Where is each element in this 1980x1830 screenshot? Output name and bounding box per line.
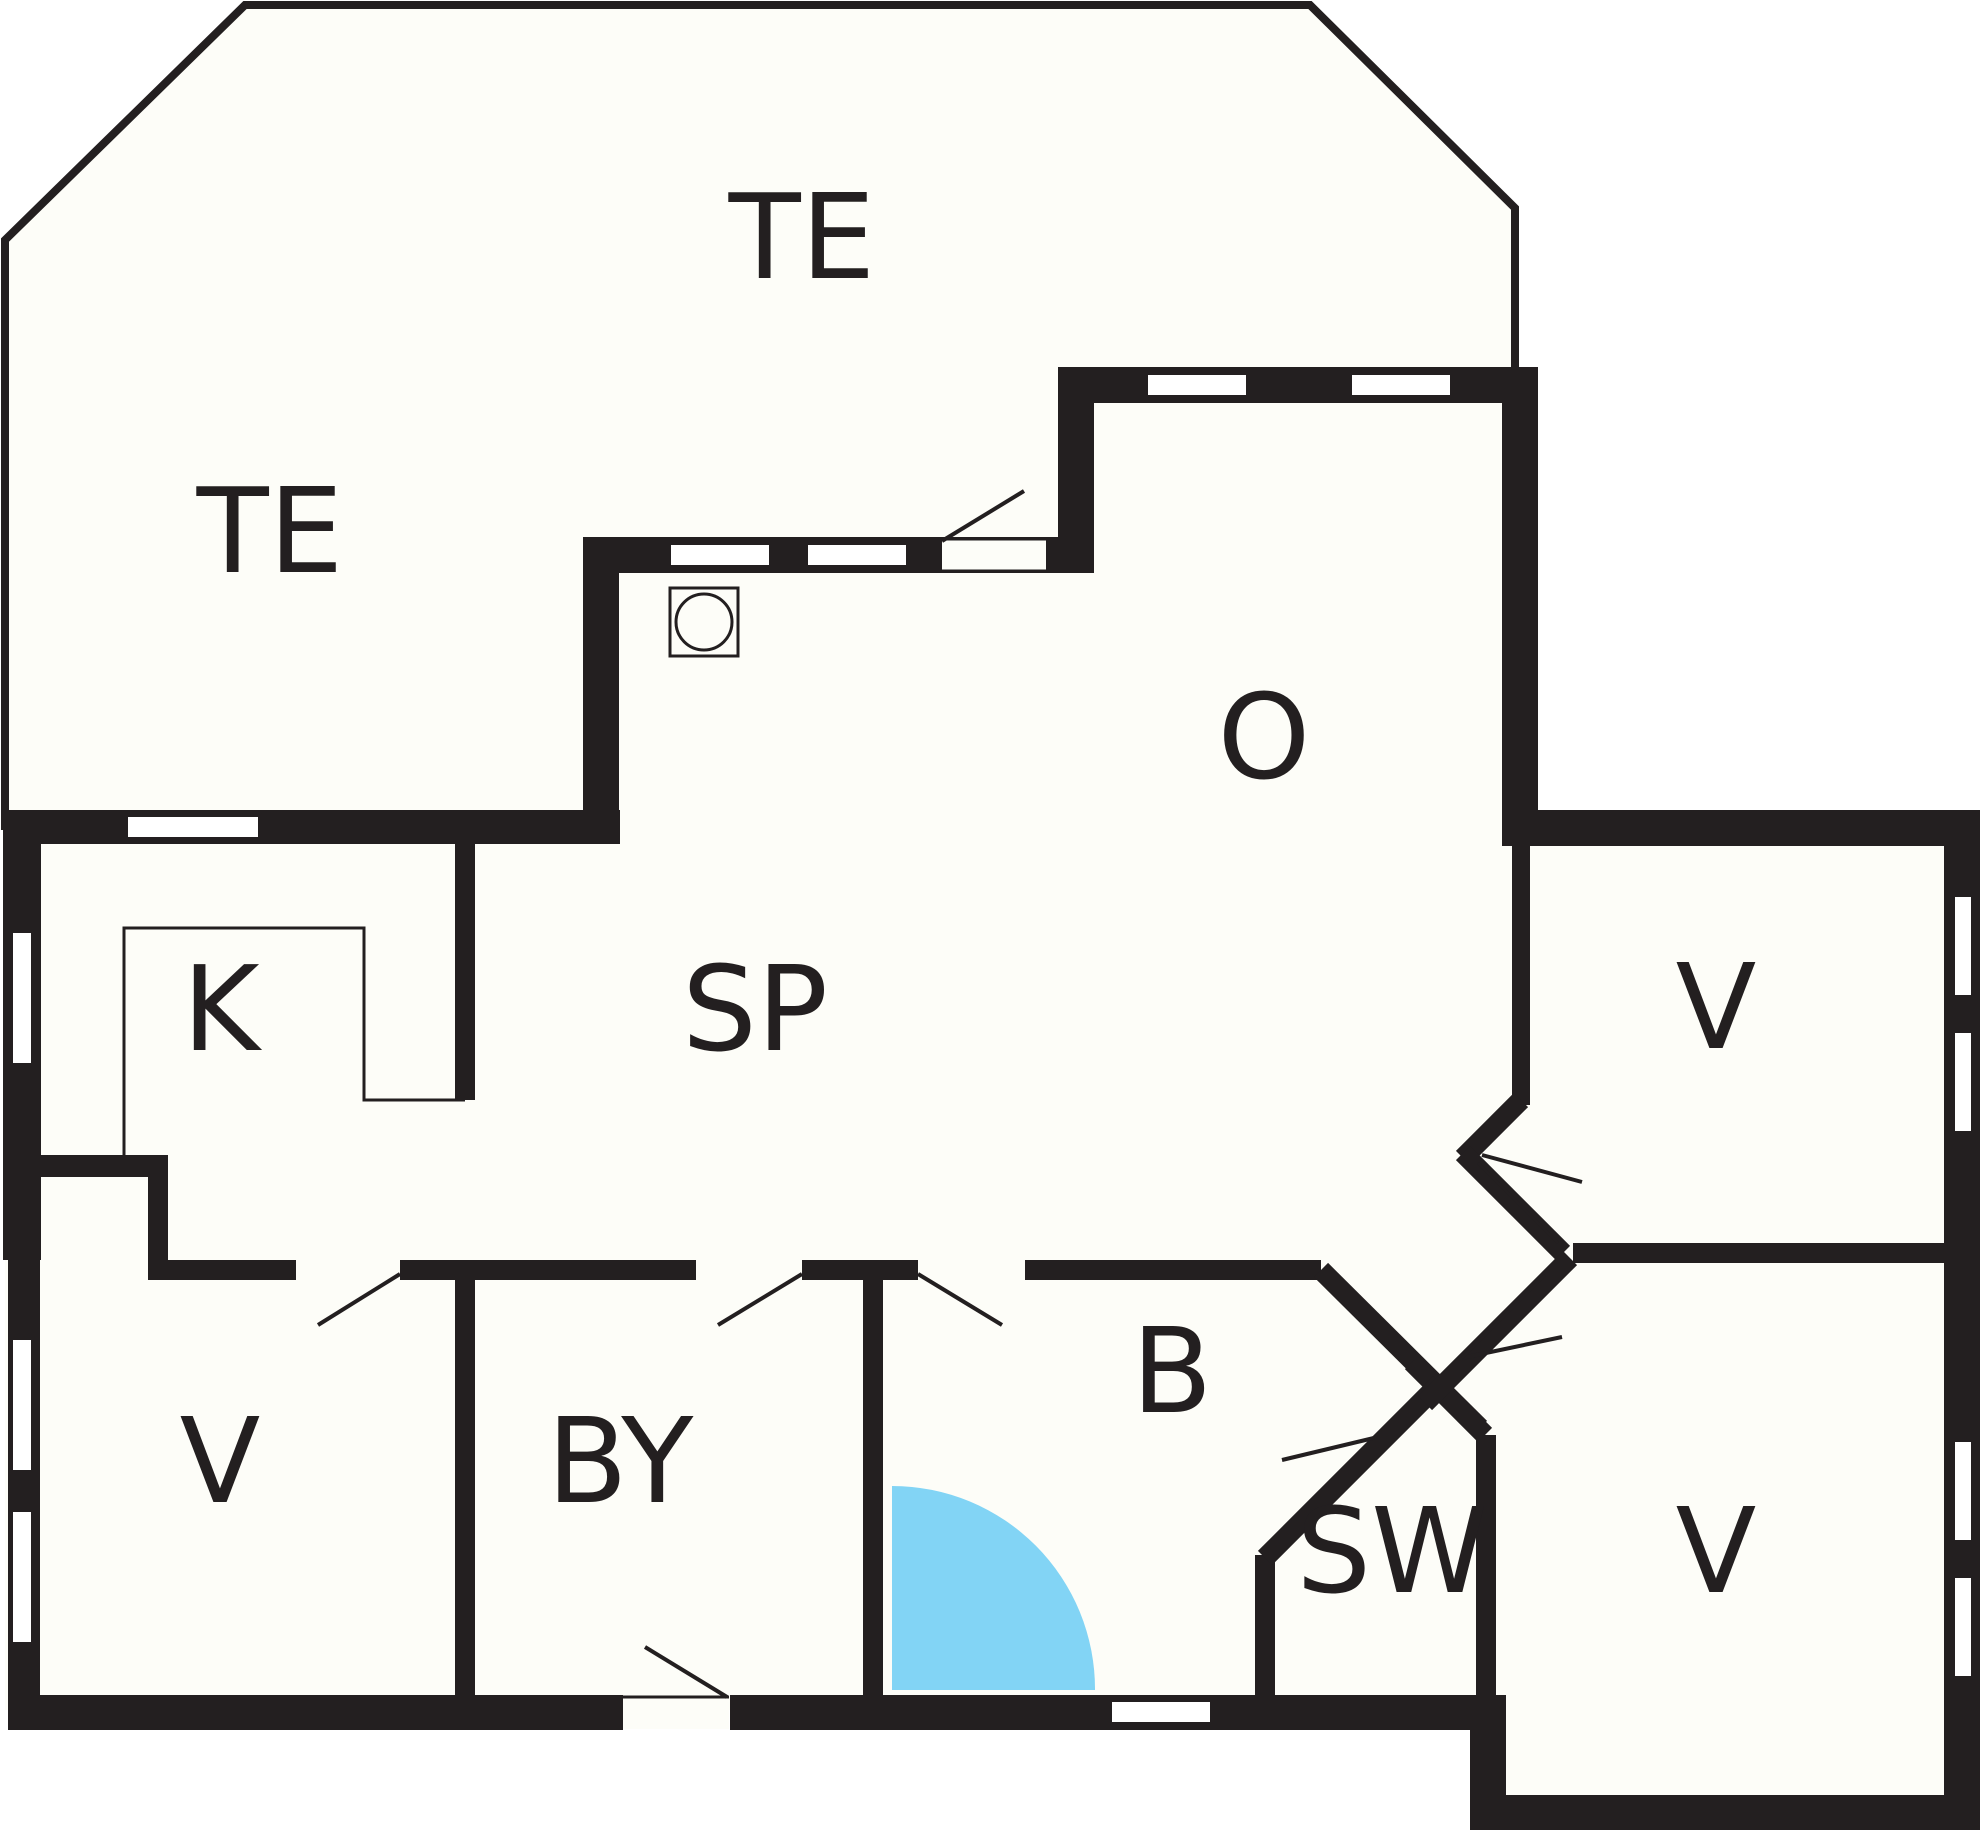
room-label-sauna: SW bbox=[1296, 1482, 1488, 1620]
window bbox=[13, 1512, 31, 1642]
windows bbox=[13, 375, 1971, 1722]
shower-icon bbox=[892, 1486, 1096, 1690]
window bbox=[1148, 375, 1246, 395]
window bbox=[1112, 1702, 1210, 1722]
window bbox=[128, 817, 258, 837]
room-label-living: O bbox=[1218, 668, 1311, 806]
kitchen-counter bbox=[122, 926, 465, 1158]
room-label-bedroom-left: V bbox=[180, 1392, 261, 1530]
room-label-bedroom-right-bottom: V bbox=[1676, 1482, 1757, 1620]
stove-icon bbox=[668, 586, 740, 658]
room-label-utility: BY bbox=[547, 1392, 694, 1530]
room-label-terrace-left: TE bbox=[196, 462, 344, 600]
room-label-dining: SP bbox=[682, 940, 828, 1078]
room-label-bedroom-right-top: V bbox=[1676, 938, 1757, 1076]
room-labels: TE TE O K SP V BY B SW V V bbox=[180, 168, 1757, 1620]
room-label-terrace-top: TE bbox=[728, 168, 876, 306]
window bbox=[808, 545, 906, 565]
room-label-kitchen: K bbox=[182, 940, 262, 1078]
window bbox=[1955, 897, 1971, 995]
doors bbox=[316, 489, 1583, 1729]
window bbox=[1955, 1442, 1971, 1540]
window bbox=[13, 1340, 31, 1470]
window bbox=[1955, 1578, 1971, 1676]
window bbox=[1955, 1033, 1971, 1131]
window bbox=[1352, 375, 1450, 395]
room-label-bathroom: B bbox=[1132, 1302, 1213, 1440]
window bbox=[13, 933, 31, 1063]
window bbox=[671, 545, 769, 565]
entrance-door-opening bbox=[623, 1697, 729, 1729]
terrace-door-opening bbox=[942, 539, 1046, 571]
